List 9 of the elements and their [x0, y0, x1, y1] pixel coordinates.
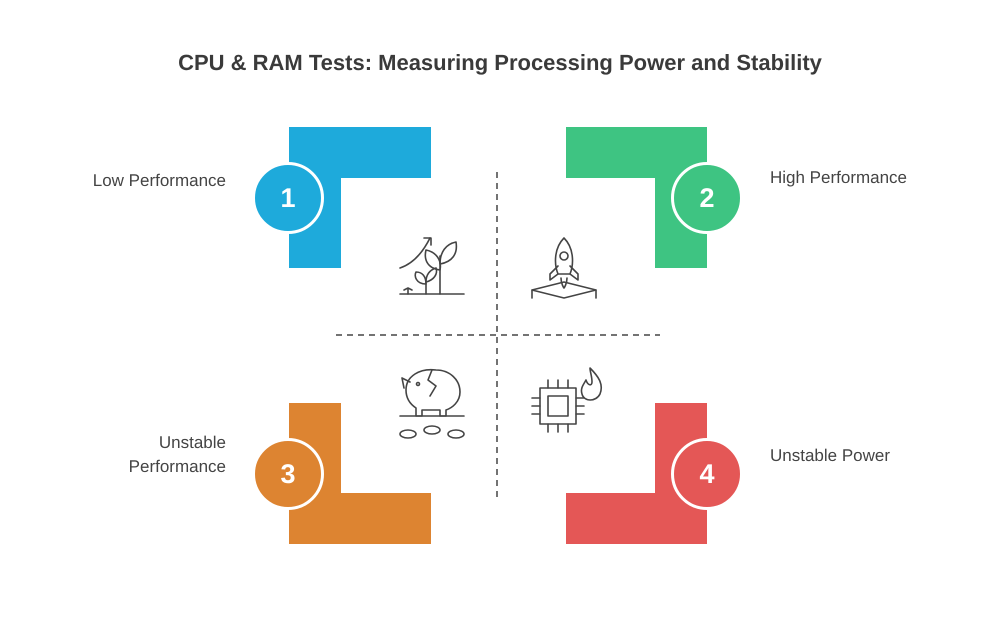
- quadrant-label: Unstable Performance: [128, 432, 226, 478]
- step-number: 4: [671, 438, 743, 510]
- quadrant-label: Low Performance: [92, 170, 226, 192]
- step-number: 3: [252, 438, 324, 510]
- quadrant-label: High Performance: [770, 167, 908, 189]
- quadrant-label: Unstable Power: [770, 445, 892, 467]
- step-number: 1: [252, 162, 324, 234]
- step-number: 2: [671, 162, 743, 234]
- title: CPU & RAM Tests: Measuring Processing Power and Stability: [177, 50, 823, 76]
